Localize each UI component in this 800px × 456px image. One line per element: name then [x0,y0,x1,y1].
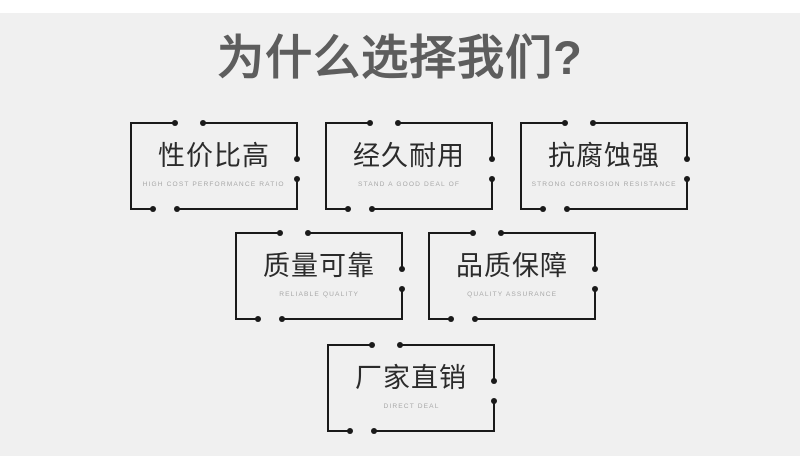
frame-top-right-segment [307,232,403,234]
frame-right-upper-segment [594,232,596,268]
frame-dot-bottom-left [345,206,351,212]
frame-bottom-left-segment [428,318,450,320]
frame-right-upper-segment [686,122,688,158]
frame-dot-top-right [397,342,403,348]
feature-card-3[interactable]: 抗腐蚀强 STRONG CORROSION RESISTANCE [520,120,690,212]
page-title: 为什么选择我们? [217,31,583,84]
frame-dot-top-right [305,230,311,236]
frame-top-left-segment [520,122,564,124]
frame-dot-top-right [200,120,206,126]
frame-left-edge [428,232,430,320]
feature-card-4[interactable]: 质量可靠 RELIABLE QUALITY [235,230,405,322]
frame-bottom-left-segment [235,318,257,320]
feature-frame [325,120,495,212]
frame-dot-bottom-right [472,316,478,322]
feature-card-6[interactable]: 厂家直销 DIRECT DEAL [327,342,497,434]
frame-dot-top-left [277,230,283,236]
frame-dot-bottom-right [279,316,285,322]
frame-right-upper-segment [401,232,403,268]
frame-left-edge [520,122,522,210]
frame-bottom-right-segment [176,208,298,210]
frame-dot-bottom-left [540,206,546,212]
frame-dot-right-upper [399,266,405,272]
frame-dot-bottom-right [371,428,377,434]
frame-top-right-segment [592,122,688,124]
frame-dot-top-left [367,120,373,126]
feature-card-5[interactable]: 品质保障 QUALITY ASSURANCE [428,230,598,322]
background-panel [0,13,800,456]
frame-dot-bottom-right [564,206,570,212]
frame-dot-bottom-right [369,206,375,212]
feature-frame [327,342,497,434]
frame-dot-right-upper [489,156,495,162]
feature-card-2[interactable]: 经久耐用 STAND A GOOD DEAL OF [325,120,495,212]
frame-top-right-segment [397,122,493,124]
frame-right-lower-segment [594,290,596,320]
frame-dot-right-lower [294,176,300,182]
frame-dot-right-upper [294,156,300,162]
frame-top-right-segment [399,344,495,346]
frame-top-left-segment [428,232,472,234]
frame-bottom-right-segment [566,208,688,210]
frame-bottom-right-segment [373,430,495,432]
frame-bottom-right-segment [281,318,403,320]
frame-bottom-right-segment [474,318,596,320]
frame-dot-top-left [369,342,375,348]
frame-bottom-left-segment [520,208,542,210]
frame-right-lower-segment [296,180,298,210]
frame-dot-bottom-left [347,428,353,434]
frame-dot-right-lower [592,286,598,292]
frame-left-edge [327,344,329,432]
frame-dot-right-lower [489,176,495,182]
frame-top-left-segment [235,232,279,234]
frame-top-left-segment [130,122,174,124]
frame-bottom-left-segment [327,430,349,432]
frame-top-left-segment [325,122,369,124]
frame-dot-top-right [498,230,504,236]
frame-dot-top-left [562,120,568,126]
frame-right-upper-segment [491,122,493,158]
frame-right-lower-segment [491,180,493,210]
frame-right-upper-segment [493,344,495,380]
frame-right-lower-segment [401,290,403,320]
frame-dot-right-lower [399,286,405,292]
frame-dot-bottom-left [255,316,261,322]
frame-bottom-left-segment [325,208,347,210]
frame-right-upper-segment [296,122,298,158]
feature-card-1[interactable]: 性价比高 HIGH COST PERFORMANCE RATIO [130,120,300,212]
frame-top-left-segment [327,344,371,346]
frame-top-right-segment [202,122,298,124]
frame-dot-top-left [172,120,178,126]
frame-dot-top-left [470,230,476,236]
frame-right-lower-segment [686,180,688,210]
frame-bottom-left-segment [130,208,152,210]
frame-dot-top-right [590,120,596,126]
frame-dot-right-upper [684,156,690,162]
frame-dot-right-lower [491,398,497,404]
frame-right-lower-segment [493,402,495,432]
feature-frame [130,120,300,212]
frame-dot-right-upper [491,378,497,384]
frame-left-edge [235,232,237,320]
frame-bottom-right-segment [371,208,493,210]
frame-dot-bottom-left [150,206,156,212]
frame-left-edge [130,122,132,210]
feature-frame [428,230,598,322]
frame-dot-bottom-right [174,206,180,212]
frame-left-edge [325,122,327,210]
frame-top-right-segment [500,232,596,234]
feature-frame [235,230,405,322]
frame-dot-top-right [395,120,401,126]
frame-dot-right-lower [684,176,690,182]
frame-dot-right-upper [592,266,598,272]
feature-frame [520,120,690,212]
frame-dot-bottom-left [448,316,454,322]
